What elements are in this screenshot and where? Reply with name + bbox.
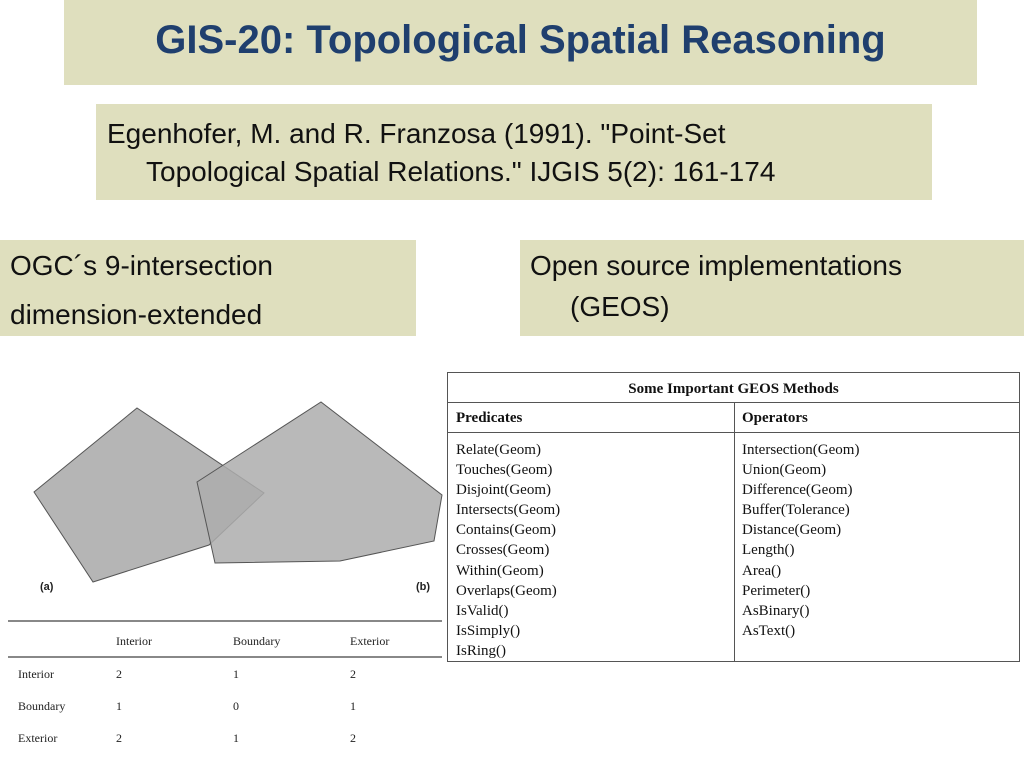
matrix-cell: 2 <box>350 667 356 681</box>
ogc-line-2: dimension-extended <box>10 299 263 330</box>
open-source-line-2: (GEOS) <box>570 291 670 322</box>
geos-predicate-item: Disjoint(Geom) <box>456 482 551 499</box>
matrix-row-label: Interior <box>18 667 54 681</box>
geos-operator-item: Perimeter() <box>742 582 811 599</box>
geos-predicate-item: Touches(Geom) <box>456 462 553 479</box>
geos-operator-item: Area() <box>742 562 782 579</box>
geos-predicate-item: Intersects(Geom) <box>456 502 561 519</box>
geos-operator-item: Distance(Geom) <box>742 522 842 539</box>
geos-predicate-item: Within(Geom) <box>456 562 544 579</box>
open-source-box: Open source implementations (GEOS) <box>520 240 1024 336</box>
geos-operator-item: AsText() <box>742 622 796 639</box>
geos-table-caption: Some Important GEOS Methods <box>628 381 839 397</box>
matrix-col-header: Exterior <box>350 634 390 648</box>
geos-operators-header: Operators <box>742 410 808 426</box>
matrix-cell: 1 <box>350 699 356 713</box>
geos-operator-item: Intersection(Geom) <box>742 442 860 458</box>
geos-predicate-item: IsRing() <box>456 642 506 659</box>
matrix-cell: 2 <box>116 667 122 681</box>
geos-predicate-item: IsValid() <box>456 602 509 619</box>
matrix-cell: 1 <box>233 731 239 745</box>
matrix-cell: 2 <box>116 731 122 745</box>
geos-predicates-header: Predicates <box>456 410 523 426</box>
geos-operator-item: Buffer(Tolerance) <box>742 502 850 519</box>
reference-line-1: Egenhofer, M. and R. Franzosa (1991). "P… <box>107 118 726 149</box>
open-source-line-1: Open source implementations <box>530 250 902 281</box>
geos-methods-table: Some Important GEOS Methods Predicates O… <box>447 372 1020 662</box>
geos-predicate-item: Overlaps(Geom) <box>456 582 557 599</box>
polygon-figure: (a) (b) <box>0 395 445 605</box>
matrix-row-label: Exterior <box>18 731 58 745</box>
geos-operator-item: Length() <box>742 542 795 559</box>
ogc-box: OGC´s 9-intersection dimension-extended <box>0 240 416 336</box>
slide-title: GIS-20: Topological Spatial Reasoning <box>155 18 886 62</box>
reference-line-2: Topological Spatial Relations." IJGIS 5(… <box>146 156 776 187</box>
geos-predicates-list: Relate(Geom) Touches(Geom) Disjoint(Geom) I… <box>456 440 560 661</box>
matrix-cell: 1 <box>116 699 122 713</box>
geos-caption-rule <box>448 402 1019 403</box>
matrix-col-header: Boundary <box>233 634 281 648</box>
figure-label-a: (a) <box>40 581 54 593</box>
matrix-row-label: Boundary <box>18 699 66 713</box>
ogc-line-1: OGC´s 9-intersection <box>10 250 273 281</box>
matrix-cell: 1 <box>233 667 239 681</box>
matrix-top-rule <box>8 620 442 622</box>
geos-header-rule <box>448 432 1019 433</box>
polygon-figure-svg <box>33 401 443 583</box>
geos-predicate-item: Relate(Geom) <box>456 442 541 458</box>
matrix-cell: 2 <box>350 731 356 745</box>
matrix-col-header: Interior <box>116 634 152 648</box>
figure-label-b: (b) <box>416 581 431 593</box>
geos-predicate-item: Crosses(Geom) <box>456 542 550 559</box>
geos-operator-item: Union(Geom) <box>742 462 827 479</box>
geos-predicate-item: IsSimply() <box>456 622 521 639</box>
polygon-b <box>196 401 443 564</box>
matrix-header-rule <box>8 656 442 658</box>
title-box: GIS-20: Topological Spatial Reasoning <box>64 0 977 85</box>
geos-predicate-item: Contains(Geom) <box>456 522 556 539</box>
geos-operator-item: Difference(Geom) <box>742 482 853 499</box>
matrix-cell: 0 <box>233 699 239 713</box>
geos-operators-list: Intersection(Geom) Union(Geom) Difference(… <box>742 440 859 641</box>
reference-box: Egenhofer, M. and R. Franzosa (1991). "P… <box>96 104 932 200</box>
geos-column-divider <box>734 403 735 661</box>
geos-operator-item: AsBinary() <box>742 602 810 619</box>
